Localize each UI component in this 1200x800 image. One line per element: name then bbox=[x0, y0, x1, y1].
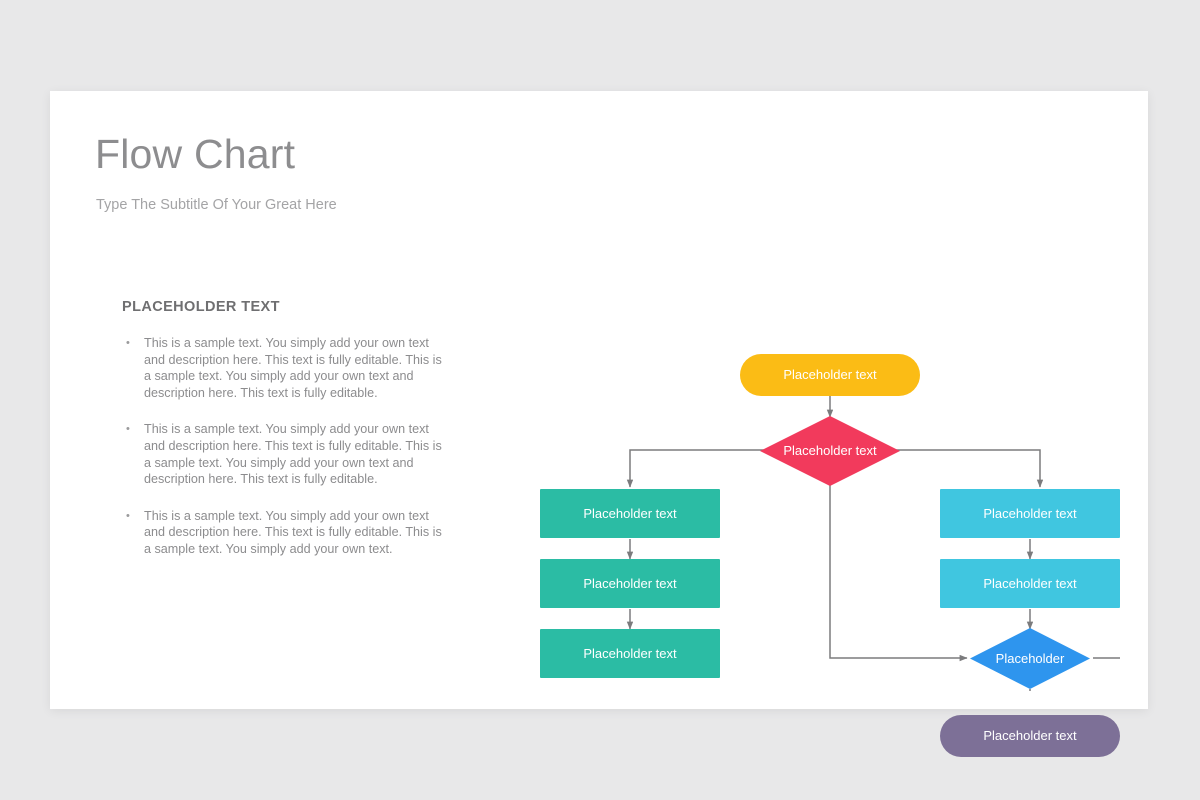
edge-decision1-to-decision2 bbox=[829, 483, 968, 662]
flow-node-end[interactable]: Placeholder text bbox=[940, 715, 1120, 757]
flow-node-start[interactable]: Placeholder text bbox=[740, 354, 920, 396]
flow-node-right-2[interactable]: Placeholder text bbox=[940, 559, 1120, 608]
bullet-text: This is a sample text. You simply add yo… bbox=[144, 508, 442, 556]
text-column: PLACEHOLDER TEXT • This is a sample text… bbox=[122, 299, 442, 578]
flow-node-decision-2[interactable]: Placeholder bbox=[970, 628, 1090, 689]
flow-node-label: Placeholder text bbox=[783, 367, 877, 382]
bullet-text: This is a sample text. You simply add yo… bbox=[144, 422, 442, 487]
bullet-marker-icon: • bbox=[126, 423, 130, 436]
page-title: Flow Chart bbox=[95, 131, 296, 177]
flow-node-label: Placeholder text bbox=[583, 645, 677, 661]
flow-node-label: Placeholder bbox=[995, 650, 1065, 666]
list-item: • This is a sample text. You simply add … bbox=[122, 421, 442, 487]
edge-decision1-to-left1 bbox=[626, 449, 765, 488]
flow-node-label: Placeholder text bbox=[983, 728, 1077, 743]
flow-node-left-1[interactable]: Placeholder text bbox=[540, 489, 720, 538]
flow-node-label: Placeholder text bbox=[583, 575, 677, 591]
flow-chart: Placeholder text Placeholder text Placeh… bbox=[480, 241, 1120, 757]
list-item: • This is a sample text. You simply add … bbox=[122, 508, 442, 558]
flow-node-label: Placeholder text bbox=[983, 575, 1077, 591]
list-item: • This is a sample text. You simply add … bbox=[122, 335, 442, 401]
flow-node-label: Placeholder text bbox=[783, 443, 877, 458]
bullet-marker-icon: • bbox=[126, 337, 130, 349]
bullet-text: This is a sample text. You simply add yo… bbox=[144, 336, 442, 400]
flow-node-label: Placeholder text bbox=[583, 505, 677, 521]
section-heading: PLACEHOLDER TEXT bbox=[122, 299, 280, 315]
flow-node-label: Placeholder text bbox=[983, 505, 1077, 521]
flow-node-right-1[interactable]: Placeholder text bbox=[940, 489, 1120, 538]
flow-node-left-3[interactable]: Placeholder text bbox=[540, 629, 720, 678]
bullet-marker-icon: • bbox=[126, 509, 130, 522]
flow-node-left-2[interactable]: Placeholder text bbox=[540, 559, 720, 608]
page-subtitle: Type The Subtitle Of Your Great Here bbox=[96, 197, 337, 213]
edge-decision1-to-right1 bbox=[895, 449, 1044, 488]
flow-node-decision-1[interactable]: Placeholder text bbox=[760, 416, 900, 486]
slide-card: Flow Chart Type The Subtitle Of Your Gre… bbox=[50, 91, 1148, 757]
